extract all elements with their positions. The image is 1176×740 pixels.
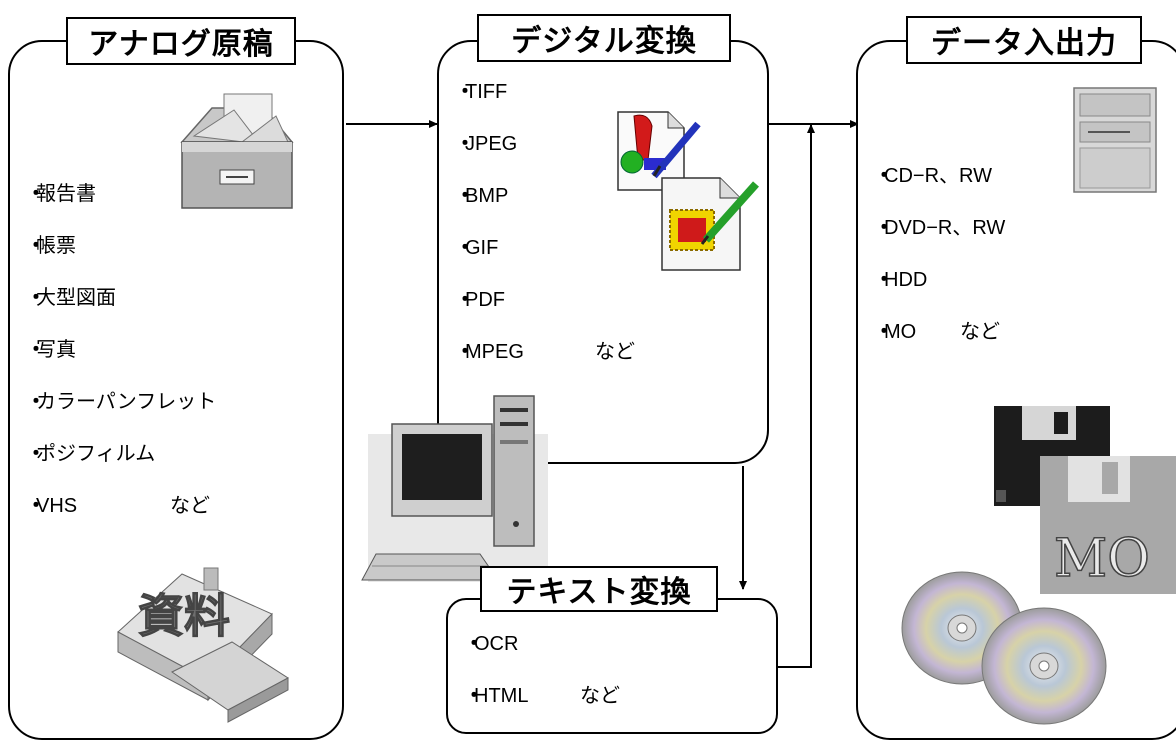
analog-item: ・ポジフィルム [26,428,216,480]
text-title: テキスト変換 [480,566,718,612]
mo-label: MO [1054,529,1150,589]
data-io-item: ・CD−R、RW [874,150,1005,202]
item-suffix: など [595,341,635,363]
digital-item: ・BMP [455,170,524,222]
text-item: ・OCR [464,618,528,670]
bullet-mark: ・ [26,495,46,517]
digital-item: ・JPEG [455,118,524,170]
digital-item: ・GIF [455,222,524,274]
digital-item: ・PDF [455,274,524,326]
data-io-title: データ入出力 [906,16,1142,64]
item-text: 大型図面 [36,287,116,309]
cd-disc-front [981,607,1107,725]
cd-disc-icon [901,571,1107,725]
bullet-mark: ・ [464,685,484,707]
bullet-mark: ・ [874,217,894,239]
stamp-text: 資料 [138,589,230,643]
desktop-computer-icon [361,395,548,582]
bullet-mark: ・ [874,321,894,343]
item-text: PDF [465,289,505,311]
mo-disk-icon: MO [1040,456,1176,594]
analog-item: ・写真 [26,324,216,376]
data-io-item: ・HDD [874,254,1005,306]
bullet-mark: ・ [26,287,46,309]
digital-title: デジタル変換 [477,14,731,62]
bullet-mark: ・ [455,289,475,311]
item-text: TIFF [465,81,508,103]
bullet-mark: ・ [464,633,484,655]
item-suffix: など [170,495,210,517]
bullet-mark: ・ [455,237,475,259]
item-suffix: など [580,685,620,707]
bullet-mark: ・ [455,81,475,103]
analog-item: ・カラーパンフレット [26,376,216,428]
analog-item: ・大型図面 [26,272,216,324]
item-text: 写真 [36,339,76,361]
draw-document-icon [617,111,701,191]
data-io-item: ・MO など [874,306,1005,358]
bullet-mark: ・ [26,235,46,257]
analog-item: ・報告書 [26,168,216,220]
item-text: カラーパンフレット [36,391,217,413]
item-text: 帳票 [36,235,76,257]
picture-document-icon [661,177,759,271]
digital-item: ・MPEG など [455,326,635,378]
item-text: MPEG [465,341,524,363]
item-text: BMP [465,185,509,207]
item-text: MO [884,321,917,343]
item-suffix: など [960,321,1000,343]
text-panel [446,598,778,734]
text-item: ・HTML など [464,670,620,722]
item-text: HTML [474,685,529,707]
arrow-text-to-io [777,124,815,668]
analog-item: ・帳票 [26,220,216,272]
digital-item: ・TIFF [455,66,524,118]
item-text: VHS [36,495,78,517]
item-text: 報告書 [36,183,96,205]
bullet-mark: ・ [26,183,46,205]
documents-stamp-icon: 資料 [117,567,289,723]
bullet-mark: ・ [874,269,894,291]
item-text: ポジフィルム [36,443,156,465]
analog-item: ・VHS など [26,480,216,532]
analog-title: アナログ原稿 [66,17,296,65]
bullet-mark: ・ [455,185,475,207]
drive-tower-icon [1073,87,1157,193]
item-text: CD−R、RW [884,165,992,187]
item-text: JPEG [465,133,518,155]
bullet-mark: ・ [455,133,475,155]
file-drawer-icon [180,93,294,209]
item-text: GIF [465,237,499,259]
bullet-mark: ・ [26,443,46,465]
bullet-mark: ・ [455,341,475,363]
item-text: DVD−R、RW [884,217,1006,239]
item-text: HDD [884,269,928,291]
item-text: OCR [474,633,519,655]
data-io-item: ・DVD−R、RW [874,202,1005,254]
bullet-mark: ・ [26,391,46,413]
bullet-mark: ・ [26,339,46,361]
bullet-mark: ・ [874,165,894,187]
